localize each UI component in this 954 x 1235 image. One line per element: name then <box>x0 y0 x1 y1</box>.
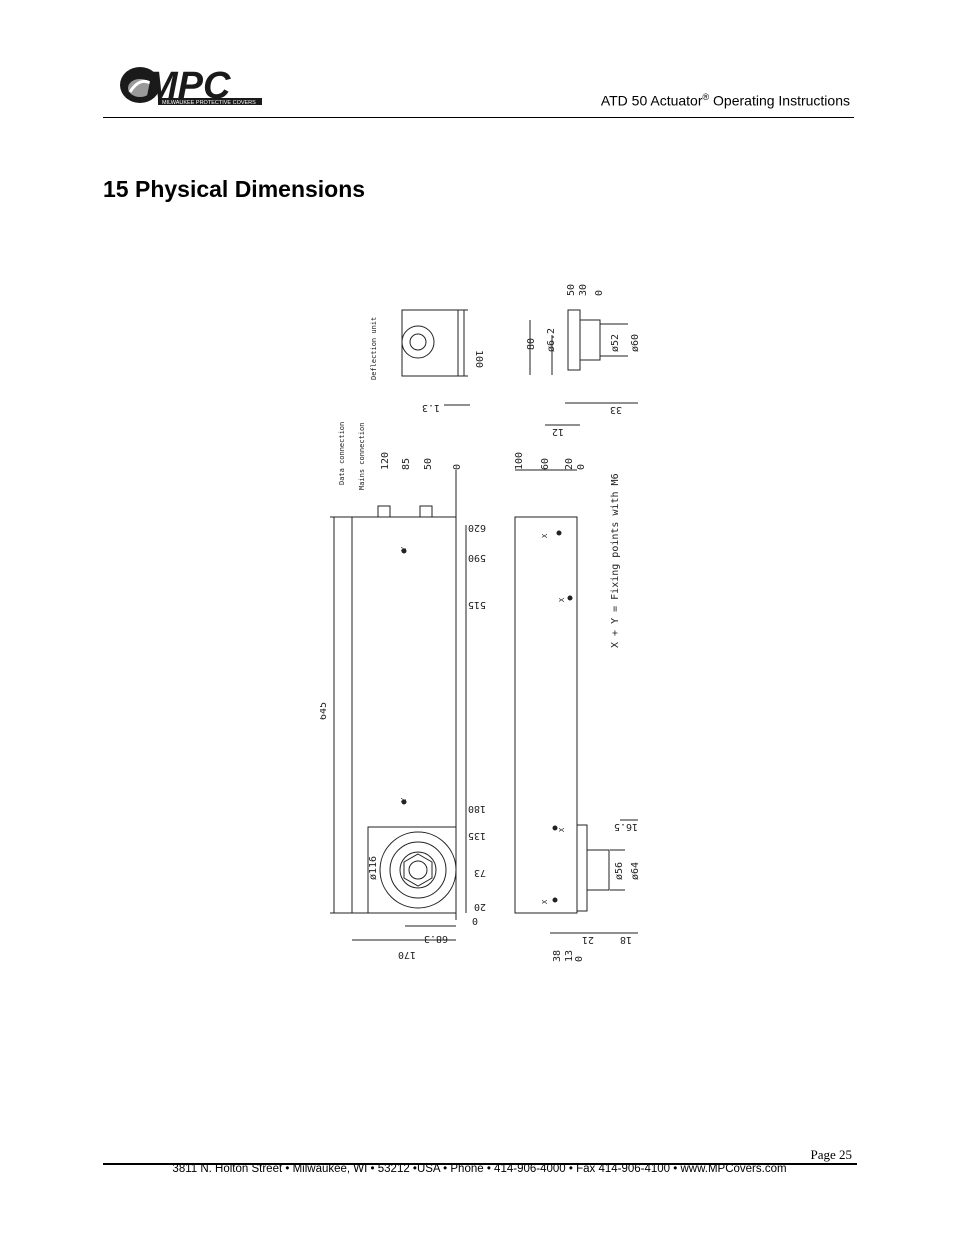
svg-text:16.5: 16.5 <box>614 821 638 832</box>
svg-text:MILWAUKEE PROTECTIVE COVERS: MILWAUKEE PROTECTIVE COVERS <box>162 100 256 106</box>
svg-text:80: 80 <box>526 338 537 350</box>
svg-text:ø52: ø52 <box>610 334 621 352</box>
svg-text:ø116: ø116 <box>368 856 379 880</box>
svg-text:100: 100 <box>473 350 484 368</box>
svg-text:Y: Y <box>400 797 408 802</box>
svg-text:Mains connection: Mains connection <box>358 423 366 490</box>
svg-text:X: X <box>541 899 549 904</box>
svg-text:30: 30 <box>578 284 589 296</box>
svg-text:590: 590 <box>468 552 486 563</box>
svg-text:0: 0 <box>576 464 587 470</box>
svg-text:13: 13 <box>564 950 575 962</box>
section-heading: 15 Physical Dimensions <box>103 176 366 202</box>
svg-text:X + Y = Fixing points with M6: X + Y = Fixing points with M6 <box>610 473 621 648</box>
svg-text:0: 0 <box>574 956 585 962</box>
svg-text:1.3: 1.3 <box>422 402 440 413</box>
document-title: ATD 50 Actuator® Operating Instructions <box>600 92 850 109</box>
svg-text:120: 120 <box>380 452 391 470</box>
svg-text:0: 0 <box>594 290 605 296</box>
svg-text:20: 20 <box>564 458 575 470</box>
svg-text:18: 18 <box>620 934 632 945</box>
svg-text:180: 180 <box>468 803 486 814</box>
svg-text:100: 100 <box>514 452 525 470</box>
svg-text:60: 60 <box>540 458 551 470</box>
svg-text:ø60: ø60 <box>630 334 641 352</box>
svg-text:Data connection: Data connection <box>338 422 346 485</box>
dimension-drawing: Deflection unit 100 1.3 50 30 0 80 ø6.2 … <box>320 284 641 962</box>
header-divider <box>103 117 854 118</box>
svg-text:73: 73 <box>474 867 486 878</box>
side-view-body <box>514 516 578 914</box>
svg-text:Y: Y <box>400 546 408 551</box>
svg-text:0: 0 <box>472 915 478 926</box>
svg-text:20: 20 <box>474 901 486 912</box>
svg-text:515: 515 <box>468 599 486 610</box>
svg-text:50: 50 <box>423 458 434 470</box>
svg-text:X: X <box>558 597 566 602</box>
svg-text:645: 645 <box>320 702 329 720</box>
footer-divider <box>103 1163 857 1165</box>
svg-text:0: 0 <box>452 464 463 470</box>
front-flange <box>379 831 457 909</box>
svg-text:85: 85 <box>401 458 412 470</box>
svg-text:X: X <box>558 827 566 832</box>
svg-text:620: 620 <box>468 522 486 533</box>
mpc-logo: MPC MILWAUKEE PROTECTIVE COVERS <box>120 65 262 107</box>
svg-text:135: 135 <box>468 830 486 841</box>
footer-address: 3811 N. Holton Street • Milwaukee, WI • … <box>172 1163 787 1175</box>
svg-text:Deflection unit: Deflection unit <box>370 317 378 380</box>
svg-text:50: 50 <box>566 284 577 296</box>
svg-text:38: 38 <box>552 950 563 962</box>
page-number: Page 25 <box>810 1147 852 1162</box>
svg-text:ø56: ø56 <box>614 862 625 880</box>
svg-text:68.3: 68.3 <box>424 933 448 944</box>
svg-text:ø6.2: ø6.2 <box>546 328 557 352</box>
svg-text:170: 170 <box>398 949 416 960</box>
svg-text:ø64: ø64 <box>630 862 641 880</box>
svg-text:33: 33 <box>610 404 622 415</box>
svg-text:X: X <box>541 533 549 538</box>
svg-text:21: 21 <box>582 934 594 945</box>
svg-text:12: 12 <box>552 426 564 437</box>
